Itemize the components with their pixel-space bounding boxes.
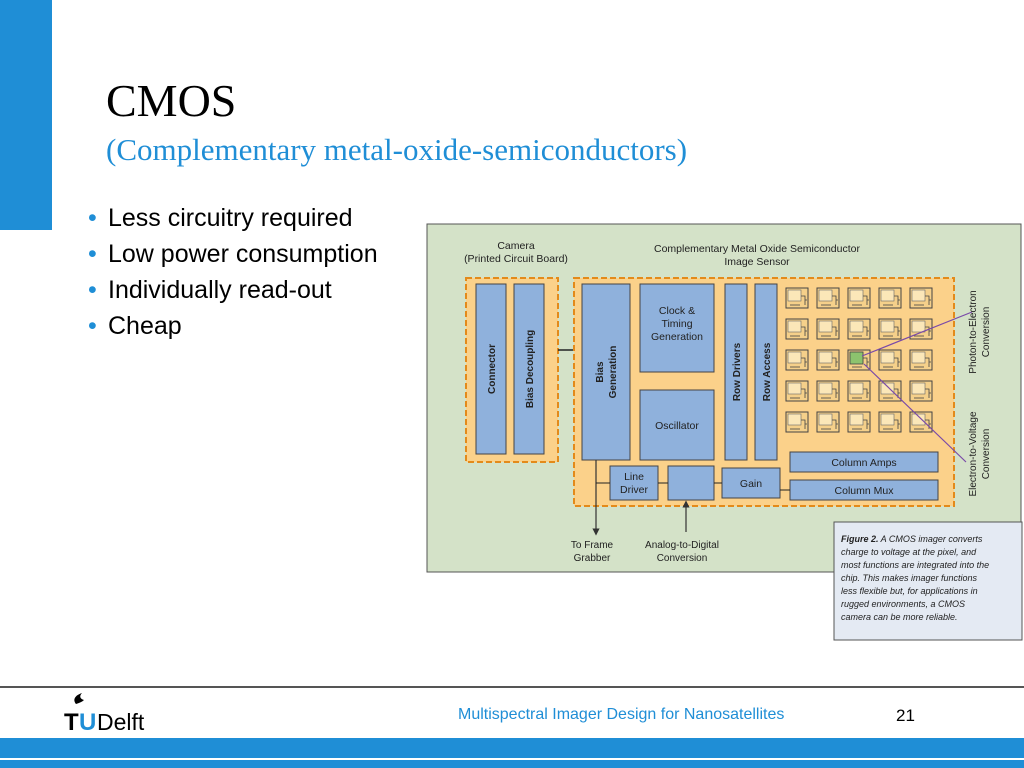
- connector-block: [475, 283, 507, 455]
- column-amps-block: [789, 451, 939, 473]
- slide-title: CMOS: [106, 75, 237, 126]
- to-frame-grabber-label: To Frame: [571, 540, 614, 551]
- row-access-label: Row Access: [762, 342, 773, 401]
- to-frame-grabber-label-sub: Grabber: [574, 553, 611, 564]
- adc-label-sub: Conversion: [657, 553, 708, 564]
- footer-title: Multispectral Imager Design for Nanosate…: [458, 706, 785, 723]
- oscillator-label: Oscillator: [655, 420, 699, 432]
- svg-text:chip. This makes imager functi: chip. This makes imager functions: [841, 573, 978, 583]
- sensor-label: Complementary Metal Oxide Semiconductor: [654, 243, 861, 255]
- bullet-item: • Individually read-out: [88, 272, 378, 308]
- gain-label: Gain: [740, 478, 762, 490]
- figure-caption: Figure 2. A CMOS imager converts charge …: [841, 534, 989, 622]
- generation-label: Generation: [651, 331, 703, 343]
- svg-text:U: U: [79, 709, 96, 736]
- row-drivers-label: Row Drivers: [732, 342, 743, 401]
- adc-label: Analog-to-Digital: [645, 540, 719, 551]
- bullet-text: Individually read-out: [108, 276, 332, 304]
- electron-to-voltage-label: Electron-to-Voltage: [968, 411, 979, 496]
- svg-text:less flexible but, for applica: less flexible but, for applications in: [841, 586, 978, 596]
- clock-label: Clock &: [659, 305, 695, 317]
- svg-text:rugged environments, a CMOS: rugged environments, a CMOS: [841, 599, 965, 609]
- svg-text:charge to voltage at the pixel: charge to voltage at the pixel, and: [841, 547, 977, 557]
- row-access-block: [754, 283, 778, 461]
- connector-label: Connector: [487, 344, 498, 394]
- line-driver-label-sub: Driver: [620, 484, 649, 496]
- bullet-dot-icon: •: [88, 312, 97, 340]
- flame-icon: [74, 693, 84, 704]
- page-number: 21: [896, 706, 915, 725]
- oscillator-block: [639, 389, 715, 461]
- electron-to-voltage-label-sub: Conversion: [981, 429, 992, 480]
- bias-generation-label-sub: Generation: [608, 346, 619, 399]
- svg-text:most functions are integrated: most functions are integrated into the: [841, 560, 989, 570]
- figure-caption-box: [833, 521, 1023, 641]
- camera-label-sub: (Printed Circuit Board): [464, 253, 568, 265]
- bullet-text: Low power consumption: [108, 240, 378, 268]
- pixel-array: [785, 287, 933, 433]
- tudelft-logo: T U Delft: [64, 693, 145, 736]
- photon-to-electron-label: Photon-to-Electron: [968, 290, 979, 373]
- bullet-item: • Low power consumption: [88, 236, 378, 272]
- adc-block: [667, 465, 715, 501]
- column-amps-label: Column Amps: [831, 457, 896, 469]
- bottom-band: [0, 738, 1024, 768]
- bullet-text: Cheap: [108, 312, 182, 340]
- svg-text:T: T: [64, 709, 79, 736]
- photon-to-electron-label-sub: Conversion: [981, 307, 992, 358]
- bullet-text: Less circuitry required: [108, 204, 353, 232]
- camera-label: Camera: [497, 240, 535, 252]
- slide-subtitle: (Complementary metal-oxide-semiconductor…: [106, 132, 688, 167]
- svg-text:Figure 2. A CMOS imager conver: Figure 2. A CMOS imager converts: [841, 534, 983, 544]
- clock-timing-block: [639, 283, 715, 373]
- bias-generation-label: Bias: [595, 361, 606, 383]
- highlight-pixel: [849, 351, 864, 365]
- bullet-list: • Less circuitry required • Low power cons…: [88, 200, 378, 344]
- accent-bar: [0, 0, 52, 230]
- bullet-item: • Less circuitry required: [88, 200, 378, 236]
- cmos-diagram: Camera (Printed Circuit Board) Complemen…: [426, 223, 1023, 641]
- bias-decoupling-label: Bias Decoupling: [525, 330, 536, 408]
- line-driver-block: [609, 465, 659, 501]
- footer-divider: [0, 686, 1024, 688]
- row-drivers-block: [724, 283, 748, 461]
- bullet-dot-icon: •: [88, 204, 97, 232]
- sensor-label-sub: Image Sensor: [724, 256, 790, 268]
- gain-block: [721, 467, 781, 499]
- bias-decoupling-block: [513, 283, 545, 455]
- line-driver-label: Line: [624, 471, 644, 483]
- svg-text:camera can be more reliable.: camera can be more reliable.: [841, 612, 958, 622]
- svg-text:Delft: Delft: [97, 709, 145, 735]
- timing-label: Timing: [661, 318, 692, 330]
- bias-generation-block: [581, 283, 631, 461]
- column-mux-label: Column Mux: [835, 485, 895, 497]
- bullet-dot-icon: •: [88, 240, 97, 268]
- bullet-dot-icon: •: [88, 276, 97, 304]
- bullet-item: • Cheap: [88, 308, 378, 344]
